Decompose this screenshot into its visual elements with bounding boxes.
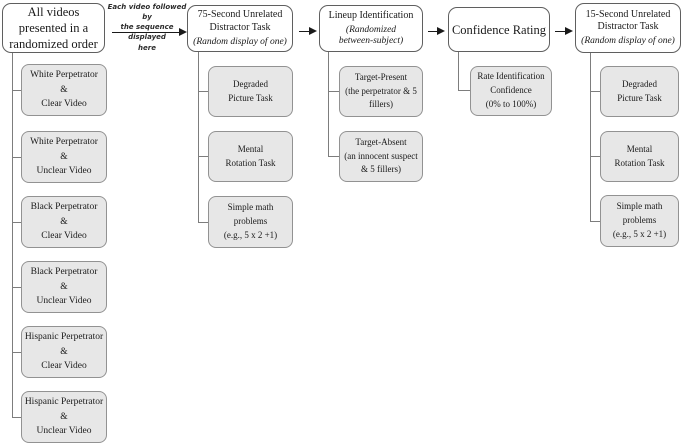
connector-line	[328, 91, 339, 92]
connector-line	[328, 52, 329, 157]
condition-white-unclear-video: White Perpetrator & Unclear Video	[21, 131, 107, 183]
lineup-target-present: Target-Present (the perpetrator & 5 fill…	[339, 66, 423, 117]
condition-white-clear-video: White Perpetrator & Clear Video	[21, 64, 107, 116]
stage-title: All videos presented in a randomized ord…	[9, 5, 98, 51]
stage-title: 15-Second Unrelated Distractor Task	[585, 8, 671, 33]
stage-header-confidence-rating: Confidence Rating	[448, 7, 550, 52]
stage-title: Lineup Identification	[328, 9, 414, 21]
connector-line	[12, 222, 21, 223]
lineup-target-absent: Target-Absent (an innocent suspect & 5 f…	[339, 131, 423, 182]
task-simple-math-75: Simple math problems (e.g., 5 x 2 +1)	[208, 196, 293, 248]
flow-arrow-2-line	[299, 31, 310, 33]
connector-line	[12, 90, 21, 91]
sequence-annotation: Each video followed by the sequence disp…	[107, 3, 187, 52]
condition-black-clear-video: Black Perpetrator & Clear Video	[21, 196, 107, 248]
stage-header-lineup-identification: Lineup Identification (Randomized betwee…	[319, 5, 423, 52]
stage-subtitle: (Random display of one)	[193, 36, 287, 47]
connector-line	[198, 52, 199, 222]
flow-arrow-4-line	[555, 31, 566, 33]
task-simple-math-15: Simple math problems (e.g., 5 x 2 +1)	[600, 195, 679, 247]
connector-line	[590, 53, 591, 221]
connector-line	[198, 156, 208, 157]
connector-line	[328, 156, 339, 157]
connector-line	[458, 52, 459, 90]
connector-line	[590, 91, 600, 92]
connector-line	[12, 53, 13, 417]
stage-header-15s-distractor: 15-Second Unrelated Distractor Task (Ran…	[575, 3, 681, 53]
task-mental-rotation-75: Mental Rotation Task	[208, 131, 293, 182]
stage-header-75s-distractor: 75-Second Unrelated Distractor Task (Ran…	[187, 5, 293, 52]
stage-subtitle: (Randomized between-subject)	[338, 24, 404, 46]
flow-arrow-2-head	[309, 27, 317, 35]
connector-line	[590, 221, 600, 222]
stage-subtitle: (Random display of one)	[581, 36, 675, 47]
connector-line	[198, 91, 208, 92]
flow-arrow-3-line	[428, 31, 438, 33]
connector-line	[458, 90, 470, 91]
flow-arrow-1-line	[112, 32, 180, 34]
connector-line	[12, 352, 21, 353]
flow-arrow-1-head	[179, 28, 187, 36]
stage-title: Confidence Rating	[451, 22, 547, 37]
task-degraded-picture-75: Degraded Picture Task	[208, 66, 293, 117]
rate-identification-confidence: Rate Identification Confidence (0% to 10…	[470, 66, 552, 116]
connector-line	[590, 156, 600, 157]
flow-arrow-3-head	[437, 27, 445, 35]
connector-line	[12, 287, 21, 288]
condition-hispanic-unclear-video: Hispanic Perpetrator & Unclear Video	[21, 391, 107, 443]
flow-arrow-4-head	[565, 27, 573, 35]
task-mental-rotation-15: Mental Rotation Task	[600, 131, 679, 182]
stage-title: 75-Second Unrelated Distractor Task	[197, 9, 283, 33]
connector-line	[12, 157, 21, 158]
condition-hispanic-clear-video: Hispanic Perpetrator & Clear Video	[21, 326, 107, 378]
connector-line	[12, 417, 21, 418]
task-degraded-picture-15: Degraded Picture Task	[600, 66, 679, 117]
connector-line	[198, 222, 208, 223]
condition-black-unclear-video: Black Perpetrator & Unclear Video	[21, 261, 107, 313]
stage-header-all-videos: All videos presented in a randomized ord…	[2, 3, 105, 53]
